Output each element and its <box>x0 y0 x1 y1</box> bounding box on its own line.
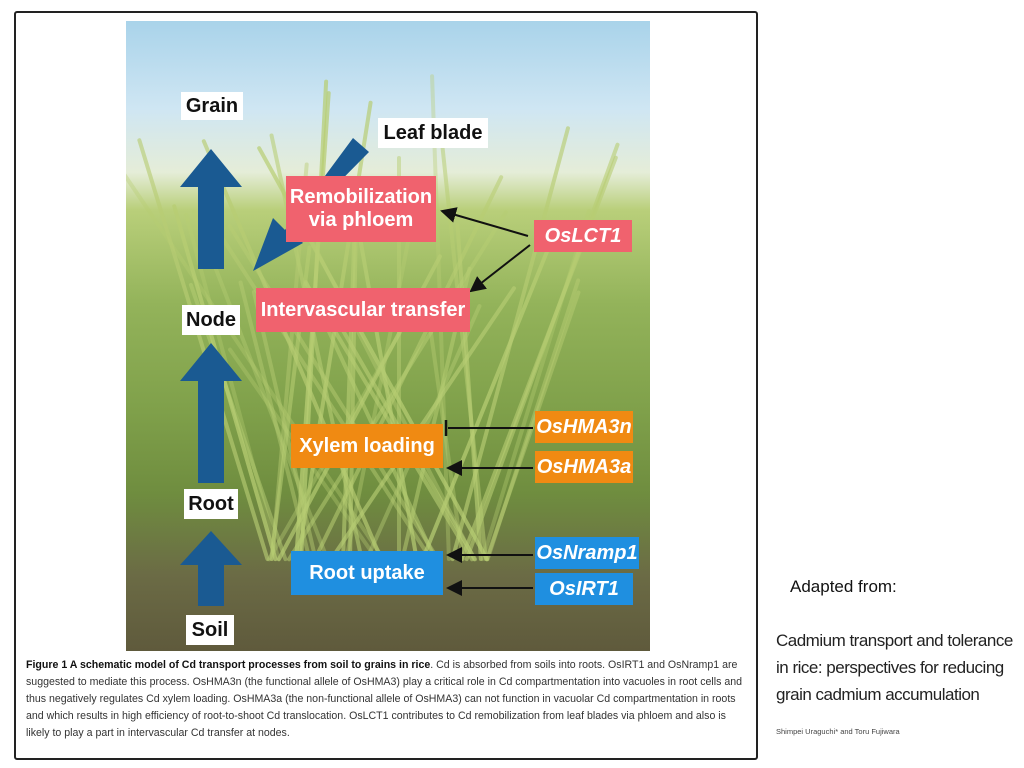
grain-label: Grain <box>181 92 243 120</box>
node-label: Node <box>182 305 240 335</box>
node-to-grain-arrow-icon <box>180 149 242 269</box>
remobilization-box: Remobilization via phloem <box>286 176 436 242</box>
soil-to-root-arrow-icon <box>180 531 242 606</box>
figure-caption: Figure 1 A schematic model of Cd transpo… <box>26 657 748 742</box>
adapted-from-label: Adapted from: <box>790 577 897 597</box>
leaf-blade-label: Leaf blade <box>378 118 488 148</box>
soil-label: Soil <box>186 615 234 645</box>
osirt1-gene-label: OsIRT1 <box>535 573 633 605</box>
figure-frame: Grain Leaf blade Node Root Soil Remobili… <box>14 11 758 760</box>
caption-body: . Cd is absorbed from soils into roots. … <box>26 659 742 739</box>
caption-title: Figure 1 A schematic model of Cd transpo… <box>26 659 430 671</box>
paper-title: Cadmium transport and tolerance in rice:… <box>776 627 1022 708</box>
intervascular-transfer-box: Intervascular transfer <box>256 288 470 332</box>
paper-authors: Shimpei Uraguchi* and Toru Fujiwara <box>776 727 900 736</box>
root-uptake-box: Root uptake <box>291 551 443 595</box>
oslct1-gene-label: OsLCT1 <box>534 220 632 252</box>
root-label: Root <box>184 489 238 519</box>
xylem-loading-box: Xylem loading <box>291 424 443 468</box>
oshma3a-gene-label: OsHMA3a <box>535 451 633 483</box>
root-to-node-arrow-icon <box>180 343 242 483</box>
osnramp1-gene-label: OsNramp1 <box>535 537 639 569</box>
rice-plant-photo: Grain Leaf blade Node Root Soil Remobili… <box>126 21 650 651</box>
oslct1-to-remobilization-arrow <box>442 211 528 236</box>
oshma3n-gene-label: OsHMA3n <box>535 411 633 443</box>
oslct1-to-intervascular-arrow <box>471 245 530 291</box>
